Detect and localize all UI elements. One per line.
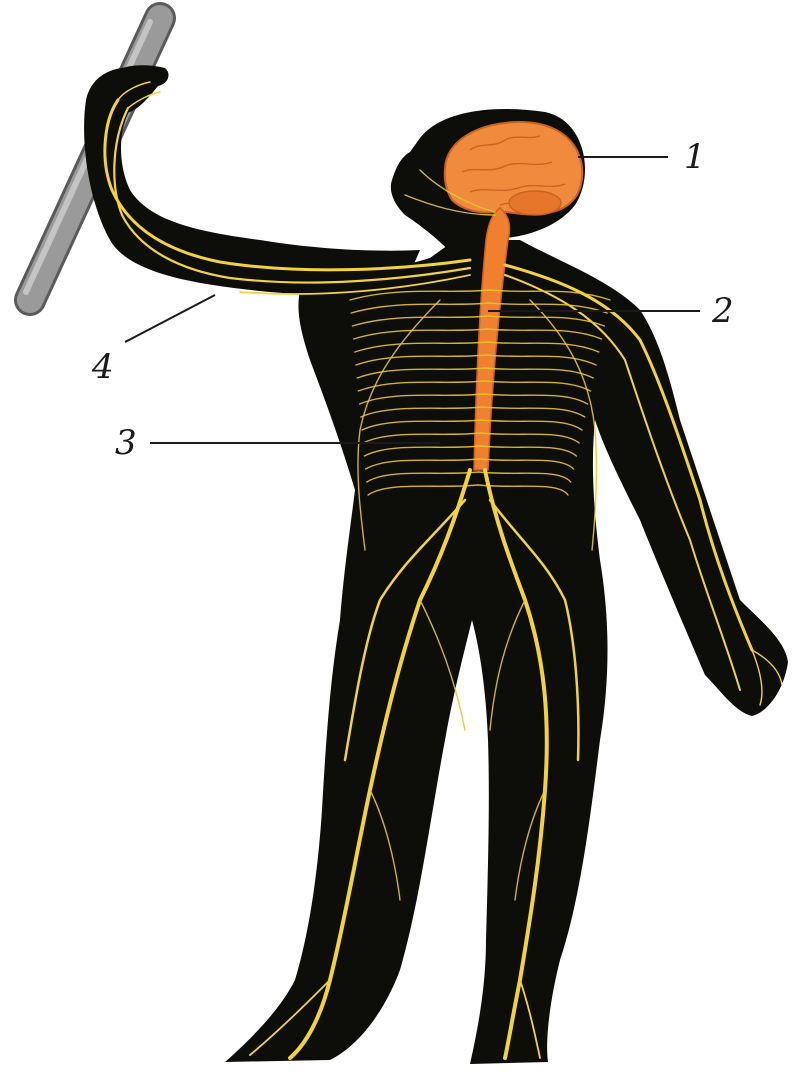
leader-line-4 <box>125 295 215 342</box>
cerebellum <box>509 191 561 215</box>
label-1: 1 <box>684 137 706 177</box>
label-4: 4 <box>91 347 114 387</box>
label-3: 3 <box>115 423 137 463</box>
label-2: 2 <box>711 291 734 331</box>
